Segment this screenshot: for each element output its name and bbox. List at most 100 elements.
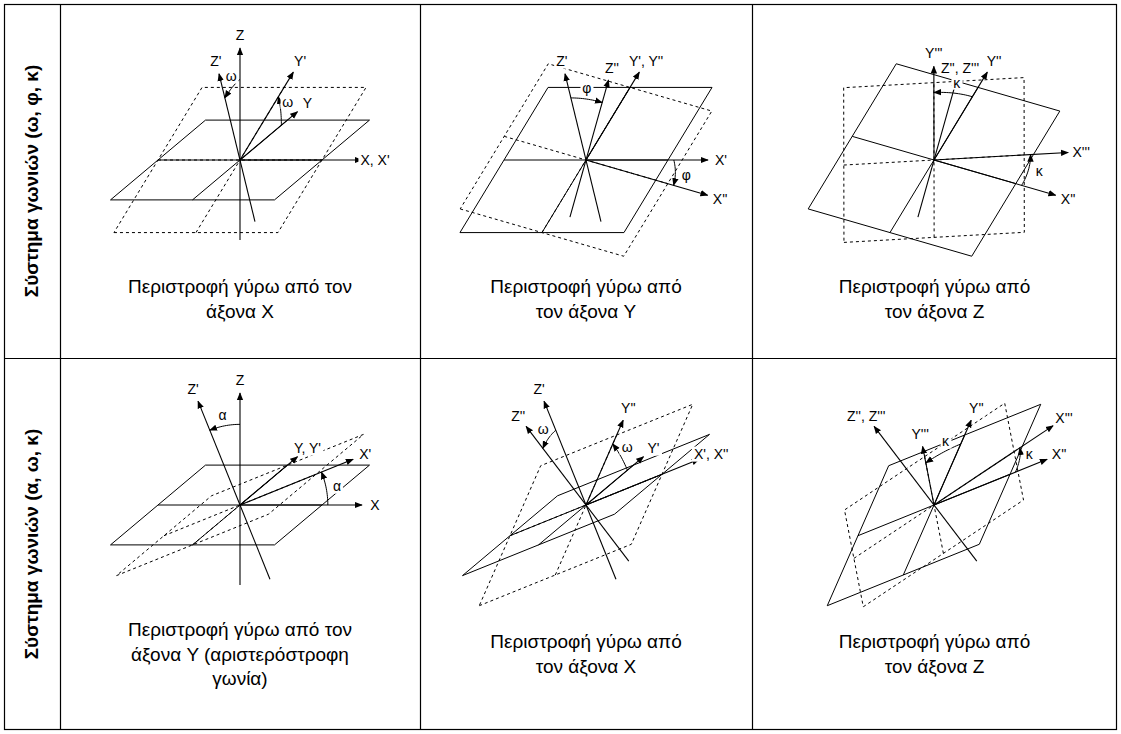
rotation-figure	[111, 48, 370, 240]
axis-arrow	[239, 393, 240, 585]
axis-arrow	[933, 66, 934, 160]
axis-label: κ	[951, 75, 962, 90]
axis-label: Z'	[532, 382, 547, 397]
rotated-plane	[844, 403, 1023, 607]
rotation-figure	[462, 401, 709, 606]
axis-arrow	[918, 80, 957, 217]
plane-outline	[844, 403, 1023, 607]
axis-arrow	[570, 80, 609, 217]
original-plane	[827, 404, 1040, 605]
axis-arrow	[934, 72, 987, 160]
axis-label: ω	[224, 69, 239, 84]
table-border	[5, 5, 1117, 730]
angle-arc	[1022, 155, 1031, 186]
axis-label: X, X'	[358, 153, 391, 168]
axis-label: ω	[536, 421, 551, 436]
axis-arrow	[565, 74, 601, 222]
plane-outline	[827, 404, 1040, 605]
rotation-figure	[827, 403, 1053, 607]
axis-label: Y''	[967, 401, 986, 416]
axis-label: Z'	[208, 54, 223, 69]
axis-arrow	[240, 72, 293, 160]
rotation-figure	[808, 64, 1068, 256]
table-rule	[5, 358, 1117, 359]
angle-arc	[571, 98, 602, 103]
axis-arrow	[586, 457, 644, 505]
axis-arrow	[198, 401, 270, 579]
cell-caption: Περιστροφή γύρω από τον άξονα X	[105, 275, 375, 324]
plane-outline	[460, 64, 712, 256]
axis-label: Y''	[619, 401, 638, 416]
axis-arrow	[240, 457, 298, 505]
axis-arrow	[934, 152, 1068, 160]
axis-label: X	[368, 498, 381, 513]
rotation-figure	[111, 393, 370, 585]
plane-outline	[808, 64, 1060, 256]
axis-label: Z''	[509, 409, 527, 424]
cell-caption: Περιστροφή γύρω από τον άξονα Y (αριστερ…	[105, 618, 375, 692]
axis-label: Y''	[985, 54, 1004, 69]
axis-label: Y'	[292, 54, 308, 69]
cell-caption: Περιστροφή γύρω από τον άξονα Y	[479, 275, 694, 324]
axis-arrow	[240, 159, 362, 160]
axis-arrow	[586, 160, 708, 195]
angle-arc	[934, 92, 972, 96]
cell-caption: Περιστροφή γύρω από τον άξονα Z	[827, 630, 1042, 679]
axis-label: X''	[1059, 191, 1078, 206]
axis-arrow	[240, 504, 362, 505]
axis-label: Z	[234, 28, 247, 43]
axis-label: Z	[234, 373, 247, 388]
axis-arrow	[586, 159, 708, 160]
axis-arrow	[239, 48, 240, 240]
axis-label: Z'', Z'''	[845, 409, 887, 424]
axis-label: X''	[1050, 447, 1069, 462]
axis-label: ω	[620, 440, 635, 455]
axis-arrow	[586, 420, 623, 505]
angle-arc	[321, 472, 327, 505]
axis-arrow	[586, 72, 639, 160]
rotated-plane	[479, 404, 692, 605]
original-plane	[808, 64, 1060, 256]
plane-outline	[479, 404, 692, 605]
rotation-figures	[111, 48, 1069, 607]
axis-arrow	[240, 459, 353, 505]
axis-label: Z'', Z'''	[939, 60, 981, 75]
cell-caption: Περιστροφή γύρω από τον άξονα X	[479, 630, 694, 679]
axis-label: X', X''	[692, 447, 730, 462]
axis-label: ω	[280, 94, 295, 109]
axis-arrow	[874, 426, 977, 561]
table-rule	[752, 5, 753, 730]
row-header: Σύστημα γωνιών (α, ω, κ)	[22, 429, 42, 660]
rotated-plane	[460, 64, 712, 256]
axis-arrow	[526, 426, 629, 561]
axis-label: X'	[357, 447, 373, 462]
table-rule	[60, 5, 61, 730]
angle-arc	[674, 160, 676, 185]
rotation-figure	[460, 64, 712, 256]
axis-label: κ	[940, 434, 951, 449]
axis-label: Y', Y''	[627, 54, 665, 69]
axis-label: X'''	[1053, 411, 1074, 426]
axis-label: Y'	[645, 441, 661, 456]
row-header: Σύστημα γωνιών (ω, φ, κ)	[22, 65, 42, 298]
axis-label: Y	[301, 96, 314, 111]
cell-caption: Περιστροφή γύρω από τον άξονα Z	[827, 275, 1042, 324]
axis-label: X''	[711, 191, 730, 206]
axis-arrow	[934, 160, 1056, 195]
axis-label: α	[331, 479, 343, 494]
table-grid	[5, 5, 1117, 730]
axis-label: κ	[1024, 446, 1035, 461]
axis-arrow	[923, 446, 934, 505]
axis-arrow	[544, 401, 616, 579]
axis-arrow	[934, 426, 1053, 505]
axis-label: Z'	[554, 54, 569, 69]
axis-arrow	[219, 74, 255, 222]
axis-label: Y'''	[923, 46, 944, 61]
axis-label: φ	[680, 167, 693, 182]
axis-label: Y, Y'	[292, 441, 323, 456]
axis-label: Z''	[603, 60, 621, 75]
table-rule	[420, 5, 421, 730]
axis-label: X'	[713, 153, 729, 168]
axis-label: κ	[1034, 164, 1045, 179]
